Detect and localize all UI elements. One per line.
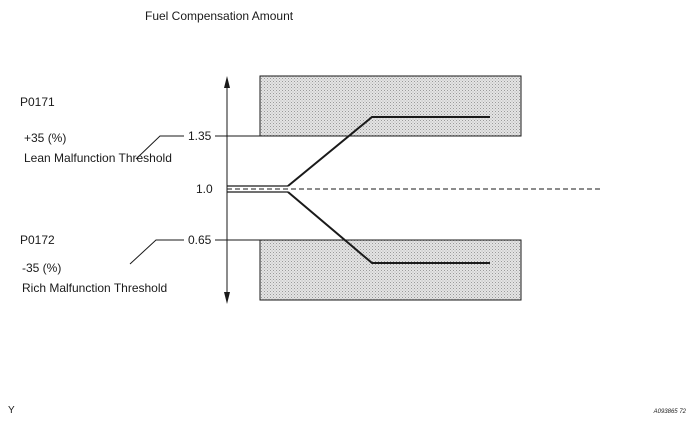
lean-dtc-code: P0171 <box>20 95 55 109</box>
rich-compensation-line <box>287 191 490 264</box>
lean-threshold-value: 1.35 <box>188 129 212 143</box>
lean-leader-line <box>135 135 184 160</box>
axis-arrow-up-icon <box>224 76 230 88</box>
diagram-title: Fuel Compensation Amount <box>145 9 294 23</box>
lean-threshold-label: Lean Malfunction Threshold <box>24 151 172 165</box>
figure-reference-code: A093865 72 <box>653 409 687 415</box>
corner-mark-left: Y <box>8 405 15 416</box>
rich-threshold-label: Rich Malfunction Threshold <box>22 281 167 295</box>
rich-percent: -35 (%) <box>22 261 61 275</box>
rich-leader-line <box>129 239 184 265</box>
axis-arrow-down-icon <box>224 292 230 304</box>
baseline-value: 1.0 <box>196 182 213 196</box>
rich-threshold-value: 0.65 <box>188 233 212 247</box>
rich-dtc-code: P0172 <box>20 233 55 247</box>
lean-compensation-line <box>287 116 490 187</box>
lean-percent: +35 (%) <box>24 131 66 145</box>
lean-malfunction-zone <box>259 75 522 137</box>
rich-malfunction-zone <box>259 239 522 301</box>
